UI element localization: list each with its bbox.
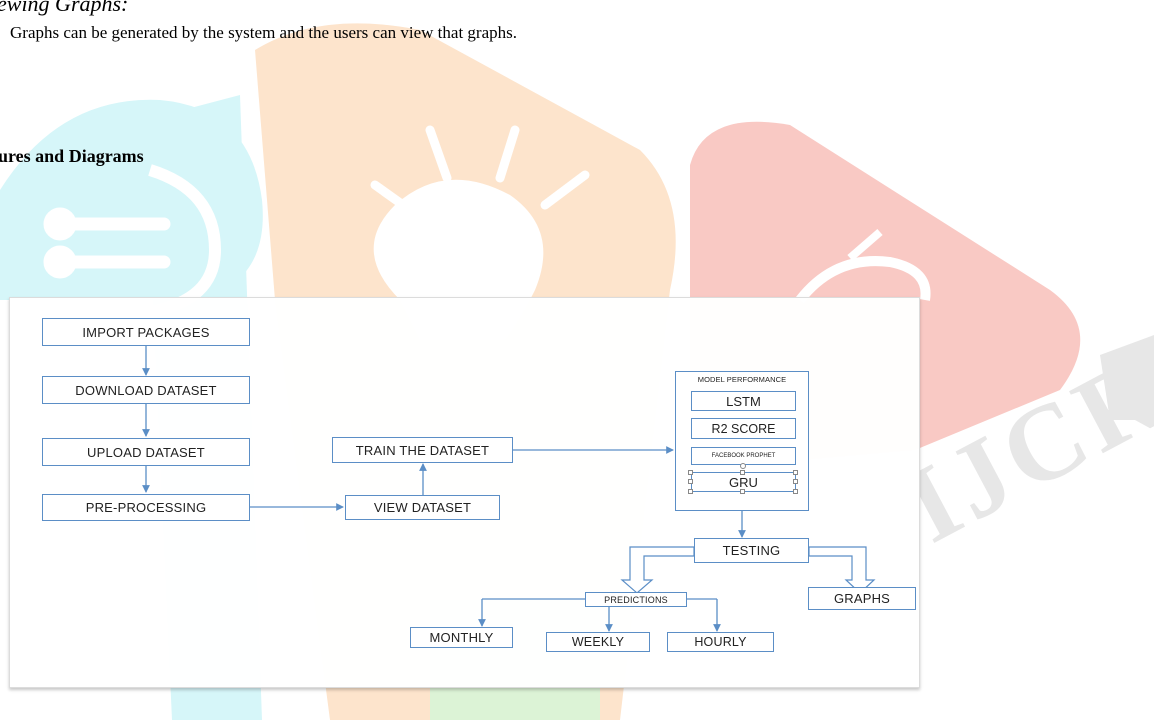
node-lstm: LSTM [691,391,796,411]
node-r2-score: R2 SCORE [691,418,796,439]
node-predictions: PREDICTIONS [585,592,687,607]
selection-handle [793,470,798,475]
model-performance-title: MODEL PERFORMANCE [697,375,787,384]
watermark-gray-wedge [1100,335,1154,420]
node-view-dataset: VIEW DATASET [345,495,500,520]
block-arrow-testing-to-predictions [620,546,695,594]
node-monthly: MONTHLY [410,627,513,648]
selection-handle [793,479,798,484]
body-paragraph: Graphs can be generated by the system an… [10,23,517,42]
node-train-dataset: TRAIN THE DATASET [332,437,513,463]
rotation-handle [740,463,746,469]
selection-handle [793,489,798,494]
selection-handle [688,489,693,494]
block-arrow-testing-to-graphs [808,546,876,594]
selection-handle [688,470,693,475]
section-title: ewing Graphs: [0,0,129,16]
node-testing: TESTING [694,538,809,563]
node-import-packages: IMPORT PACKAGES [42,318,250,346]
selection-handle [740,470,745,475]
node-weekly: WEEKLY [546,632,650,652]
selection-handle [740,489,745,494]
node-download-dataset: DOWNLOAD DATASET [42,376,250,404]
watermark-lamp-icon [796,228,931,304]
node-pre-processing: PRE-PROCESSING [42,494,250,521]
node-graphs: GRAPHS [808,587,916,610]
node-hourly: HOURLY [667,632,774,652]
section-heading: ures and Diagrams [0,146,144,166]
node-upload-dataset: UPLOAD DATASET [42,438,250,466]
selection-handle [688,479,693,484]
